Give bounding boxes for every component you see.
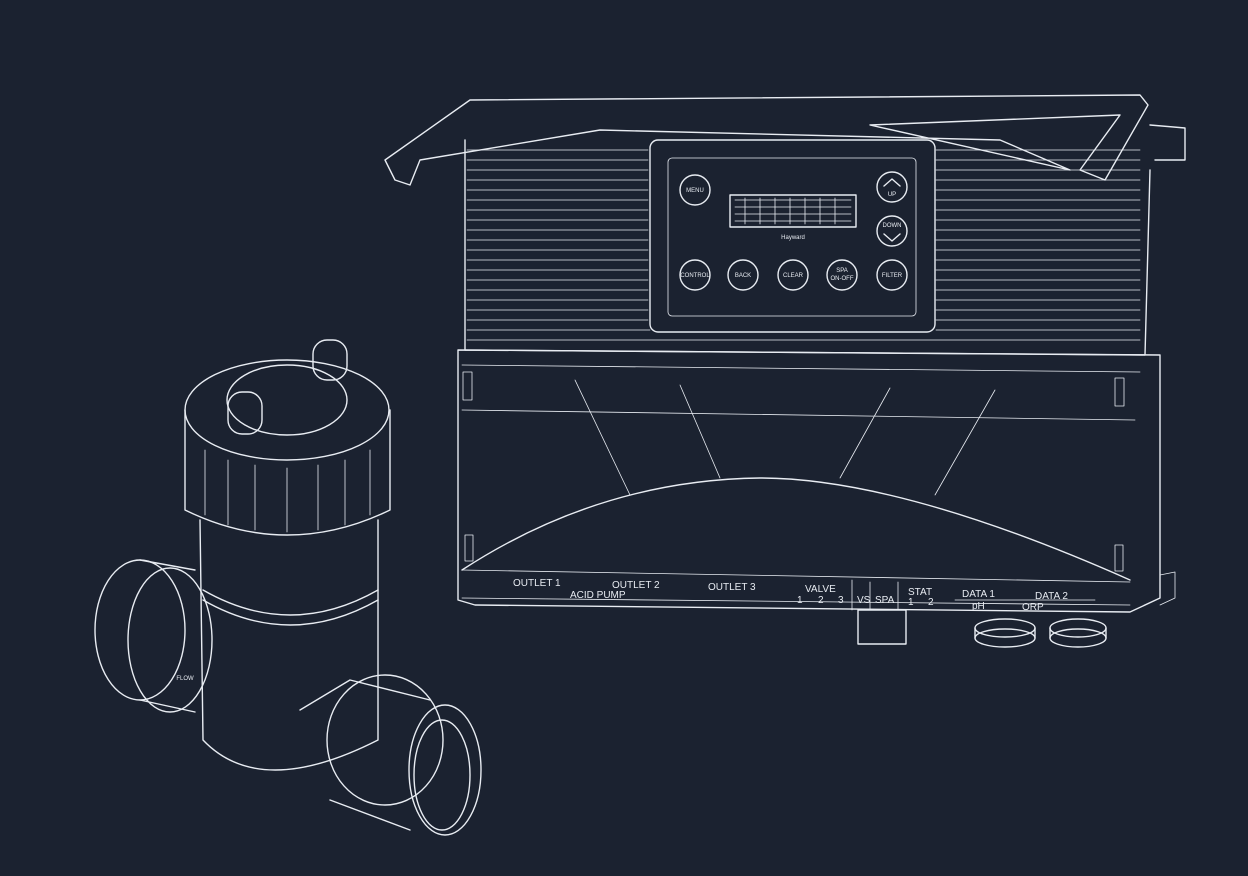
svg-text:ON-OFF: ON-OFF <box>831 276 854 282</box>
svg-text:1: 1 <box>797 595 803 606</box>
lcd-display <box>729 194 857 228</box>
svg-text:VS: VS <box>857 595 871 606</box>
orp-connector <box>1049 618 1107 648</box>
svg-text:ACID PUMP: ACID PUMP <box>570 590 626 601</box>
back-button[interactable]: BACK <box>727 259 759 291</box>
control-button[interactable]: CONTROL <box>679 259 711 291</box>
svg-text:2: 2 <box>928 597 934 608</box>
right-union <box>299 674 482 836</box>
connector <box>857 609 907 645</box>
svg-text:DATA 2: DATA 2 <box>1035 591 1068 602</box>
svg-text:BACK: BACK <box>735 273 751 279</box>
svg-text:pH: pH <box>972 601 985 612</box>
left-union: FLOW <box>94 559 213 713</box>
clear-button[interactable]: CLEAR <box>777 259 809 291</box>
svg-text:OUTLET 2: OUTLET 2 <box>612 580 660 591</box>
spa-button[interactable]: SPA ON-OFF <box>826 259 858 291</box>
svg-text:SPA: SPA <box>836 268 848 274</box>
svg-text:CLEAR: CLEAR <box>783 273 804 279</box>
filter-button[interactable]: FILTER <box>876 259 908 291</box>
svg-text:CONTROL: CONTROL <box>680 273 710 279</box>
svg-text:VALVE: VALVE <box>805 584 836 595</box>
svg-text:ORP: ORP <box>1022 602 1044 613</box>
brand-logo: Hayward <box>781 235 805 241</box>
controller-unit: Hayward MENU UP DOWN CONTROL BACK CLEAR … <box>384 94 1186 648</box>
menu-button[interactable]: MENU <box>679 174 711 206</box>
down-button[interactable]: DOWN <box>876 215 908 247</box>
svg-text:STAT: STAT <box>908 587 932 598</box>
port-labels: OUTLET 1 OUTLET 2 ACID PUMP OUTLET 3 VAL… <box>513 578 1096 613</box>
svg-text:UP: UP <box>888 192 896 198</box>
svg-text:2: 2 <box>818 595 824 606</box>
svg-text:OUTLET 1: OUTLET 1 <box>513 578 561 589</box>
svg-text:MENU: MENU <box>686 188 704 194</box>
keypad-bezel <box>649 139 936 333</box>
svg-text:SPA: SPA <box>875 595 895 606</box>
ph-connector <box>974 618 1036 648</box>
svg-text:OUTLET 3: OUTLET 3 <box>708 582 756 593</box>
cooling-fins <box>466 149 1141 341</box>
svg-text:3: 3 <box>838 595 844 606</box>
svg-text:1: 1 <box>908 597 914 608</box>
svg-text:FILTER: FILTER <box>882 273 903 279</box>
svg-text:DOWN: DOWN <box>883 223 902 229</box>
cap-knob <box>227 339 348 435</box>
svg-text:FLOW: FLOW <box>176 676 194 682</box>
up-button[interactable]: UP <box>876 171 908 203</box>
svg-text:DATA 1: DATA 1 <box>962 589 995 600</box>
salt-cell: FLOW <box>94 339 482 836</box>
